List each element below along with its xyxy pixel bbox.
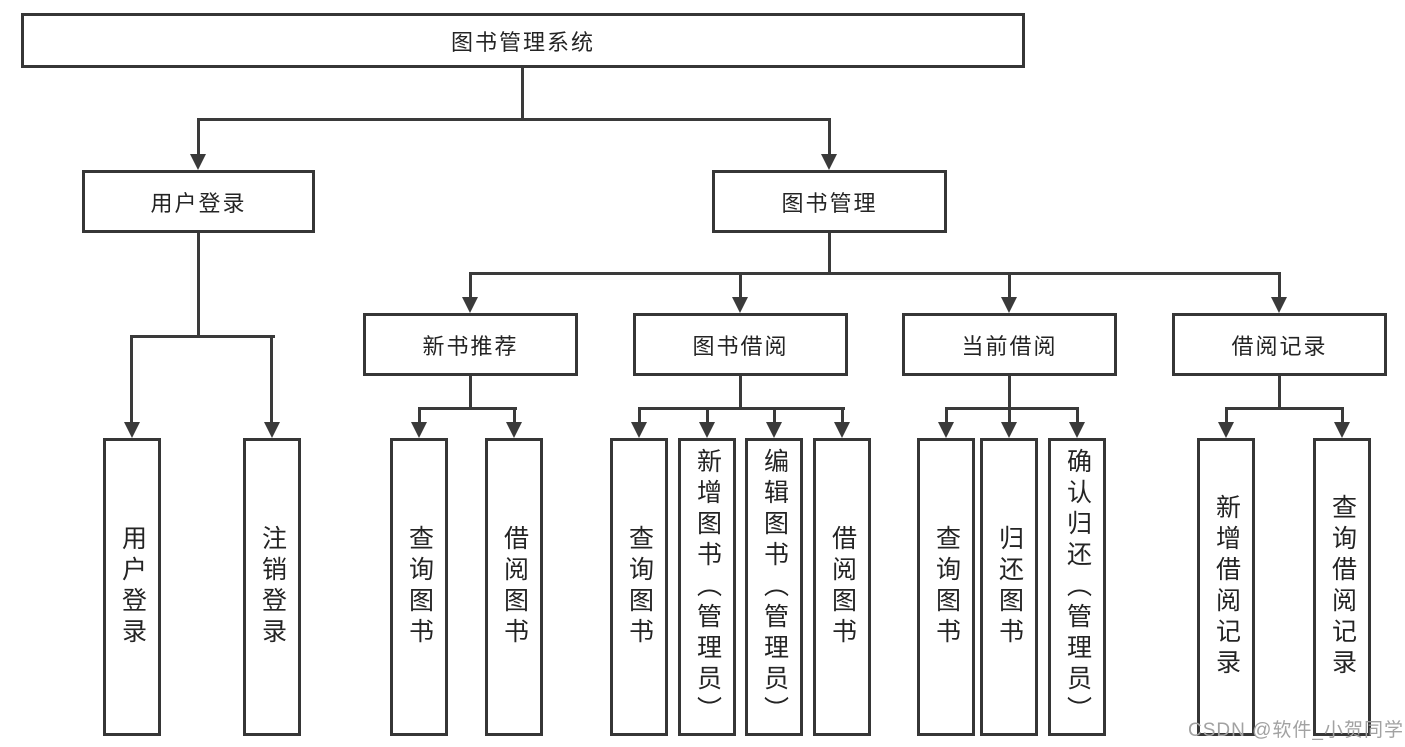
connector-book-borrowing-rail xyxy=(638,407,845,410)
connector-new-book-stem xyxy=(469,376,472,407)
leaf-add-book-admin: 新增图书（管理员） xyxy=(678,438,736,736)
node-new-book-recommend-label: 新书推荐 xyxy=(422,333,519,359)
connector-new-book-rail xyxy=(418,407,517,410)
leaf-borrow-books-recommend: 借阅图书 xyxy=(485,438,543,736)
node-user-login: 用户登录 xyxy=(82,170,315,233)
node-book-borrowing-label: 图书借阅 xyxy=(692,333,789,359)
node-current-borrowing: 当前借阅 xyxy=(902,313,1117,376)
arrow-down-icon xyxy=(631,422,647,438)
leaf-edit-book-admin-label: 编辑图书（管理员） xyxy=(760,447,789,727)
connector-drop-leaf xyxy=(513,407,516,422)
leaf-query-books-recommend: 查询图书 xyxy=(390,438,448,736)
leaf-return-book: 归还图书 xyxy=(980,438,1038,736)
connector-drop-leaf xyxy=(1008,407,1011,422)
connector-borrowing-records-stem xyxy=(1278,376,1281,407)
csdn-watermark: CSDN @软件_小贺同学 xyxy=(1188,720,1404,741)
node-root: 图书管理系统 xyxy=(21,13,1025,68)
arrow-down-icon xyxy=(732,297,748,313)
connector-drop-leaf xyxy=(706,407,709,422)
connector-drop-level3 xyxy=(469,272,472,297)
arrow-down-icon xyxy=(834,422,850,438)
leaf-query-borrow-record: 查询借阅记录 xyxy=(1313,438,1371,736)
node-borrowing-records-label: 借阅记录 xyxy=(1231,333,1328,359)
arrow-down-icon xyxy=(821,154,837,170)
node-user-login-label: 用户登录 xyxy=(150,190,247,216)
node-book-borrowing: 图书借阅 xyxy=(633,313,848,376)
connector-current-borrowing-rail xyxy=(945,407,1079,410)
arrow-down-icon xyxy=(1069,422,1085,438)
arrow-down-icon xyxy=(124,422,140,438)
connector-user-login-rail xyxy=(130,335,275,338)
leaf-query-borrow-record-label: 查询借阅记录 xyxy=(1328,494,1357,680)
leaf-user-login: 用户登录 xyxy=(103,438,161,736)
leaf-edit-book-admin: 编辑图书（管理员） xyxy=(745,438,803,736)
connector-drop-book-management xyxy=(828,118,831,156)
connector-book-borrowing-stem xyxy=(739,376,742,407)
connector-drop-leaf xyxy=(1341,407,1344,422)
connector-drop-leaf xyxy=(1076,407,1079,422)
connector-root-stem xyxy=(521,68,524,118)
leaf-borrow-books-borrowing: 借阅图书 xyxy=(813,438,871,736)
connector-book-management-rail xyxy=(469,272,1281,275)
leaf-query-books-recommend-label: 查询图书 xyxy=(405,525,434,649)
leaf-borrow-books-borrowing-label: 借阅图书 xyxy=(828,525,857,649)
connector-book-management-stem xyxy=(828,233,831,272)
leaf-logout-label: 注销登录 xyxy=(258,525,287,649)
arrow-down-icon xyxy=(699,422,715,438)
leaf-add-borrow-record-label: 新增借阅记录 xyxy=(1212,494,1241,680)
arrow-down-icon xyxy=(190,154,206,170)
connector-drop-level3 xyxy=(1278,272,1281,297)
node-new-book-recommend: 新书推荐 xyxy=(363,313,578,376)
leaf-add-book-admin-label: 新增图书（管理员） xyxy=(693,447,722,727)
connector-drop-user-login xyxy=(197,118,200,156)
connector-drop-leaf xyxy=(841,407,844,422)
leaf-borrow-books-recommend-label: 借阅图书 xyxy=(500,525,529,649)
leaf-return-book-label: 归还图书 xyxy=(995,525,1024,649)
connector-drop-leaf xyxy=(1225,407,1228,422)
leaf-query-books-borrowing: 查询图书 xyxy=(610,438,668,736)
leaf-query-books-current-label: 查询图书 xyxy=(932,525,961,649)
arrow-down-icon xyxy=(462,297,478,313)
connector-drop-leaf xyxy=(130,335,133,422)
connector-drop-leaf xyxy=(773,407,776,422)
connector-borrowing-records-rail xyxy=(1225,407,1344,410)
connector-user-login-stem xyxy=(197,233,200,335)
connector-root-rail xyxy=(197,118,831,121)
connector-current-borrowing-stem xyxy=(1008,376,1011,407)
connector-drop-leaf xyxy=(270,335,273,422)
node-current-borrowing-label: 当前借阅 xyxy=(961,333,1058,359)
arrow-down-icon xyxy=(766,422,782,438)
node-book-management-label: 图书管理 xyxy=(781,190,878,216)
leaf-query-books-current: 查询图书 xyxy=(917,438,975,736)
arrow-down-icon xyxy=(506,422,522,438)
connector-drop-leaf xyxy=(638,407,641,422)
leaf-query-books-borrowing-label: 查询图书 xyxy=(625,525,654,649)
leaf-confirm-return-admin-label: 确认归还（管理员） xyxy=(1063,447,1092,727)
arrow-down-icon xyxy=(1334,422,1350,438)
arrow-down-icon xyxy=(1218,422,1234,438)
node-book-management: 图书管理 xyxy=(712,170,947,233)
connector-drop-leaf xyxy=(945,407,948,422)
node-root-label: 图书管理系统 xyxy=(450,29,595,55)
connector-drop-level3 xyxy=(1008,272,1011,297)
leaf-confirm-return-admin: 确认归还（管理员） xyxy=(1048,438,1106,736)
node-borrowing-records: 借阅记录 xyxy=(1172,313,1387,376)
arrow-down-icon xyxy=(264,422,280,438)
arrow-down-icon xyxy=(1001,297,1017,313)
arrow-down-icon xyxy=(938,422,954,438)
arrow-down-icon xyxy=(411,422,427,438)
arrow-down-icon xyxy=(1271,297,1287,313)
leaf-add-borrow-record: 新增借阅记录 xyxy=(1197,438,1255,736)
arrow-down-icon xyxy=(1001,422,1017,438)
connector-drop-level3 xyxy=(739,272,742,297)
leaf-user-login-label: 用户登录 xyxy=(118,525,147,649)
connector-drop-leaf xyxy=(418,407,421,422)
leaf-logout: 注销登录 xyxy=(243,438,301,736)
